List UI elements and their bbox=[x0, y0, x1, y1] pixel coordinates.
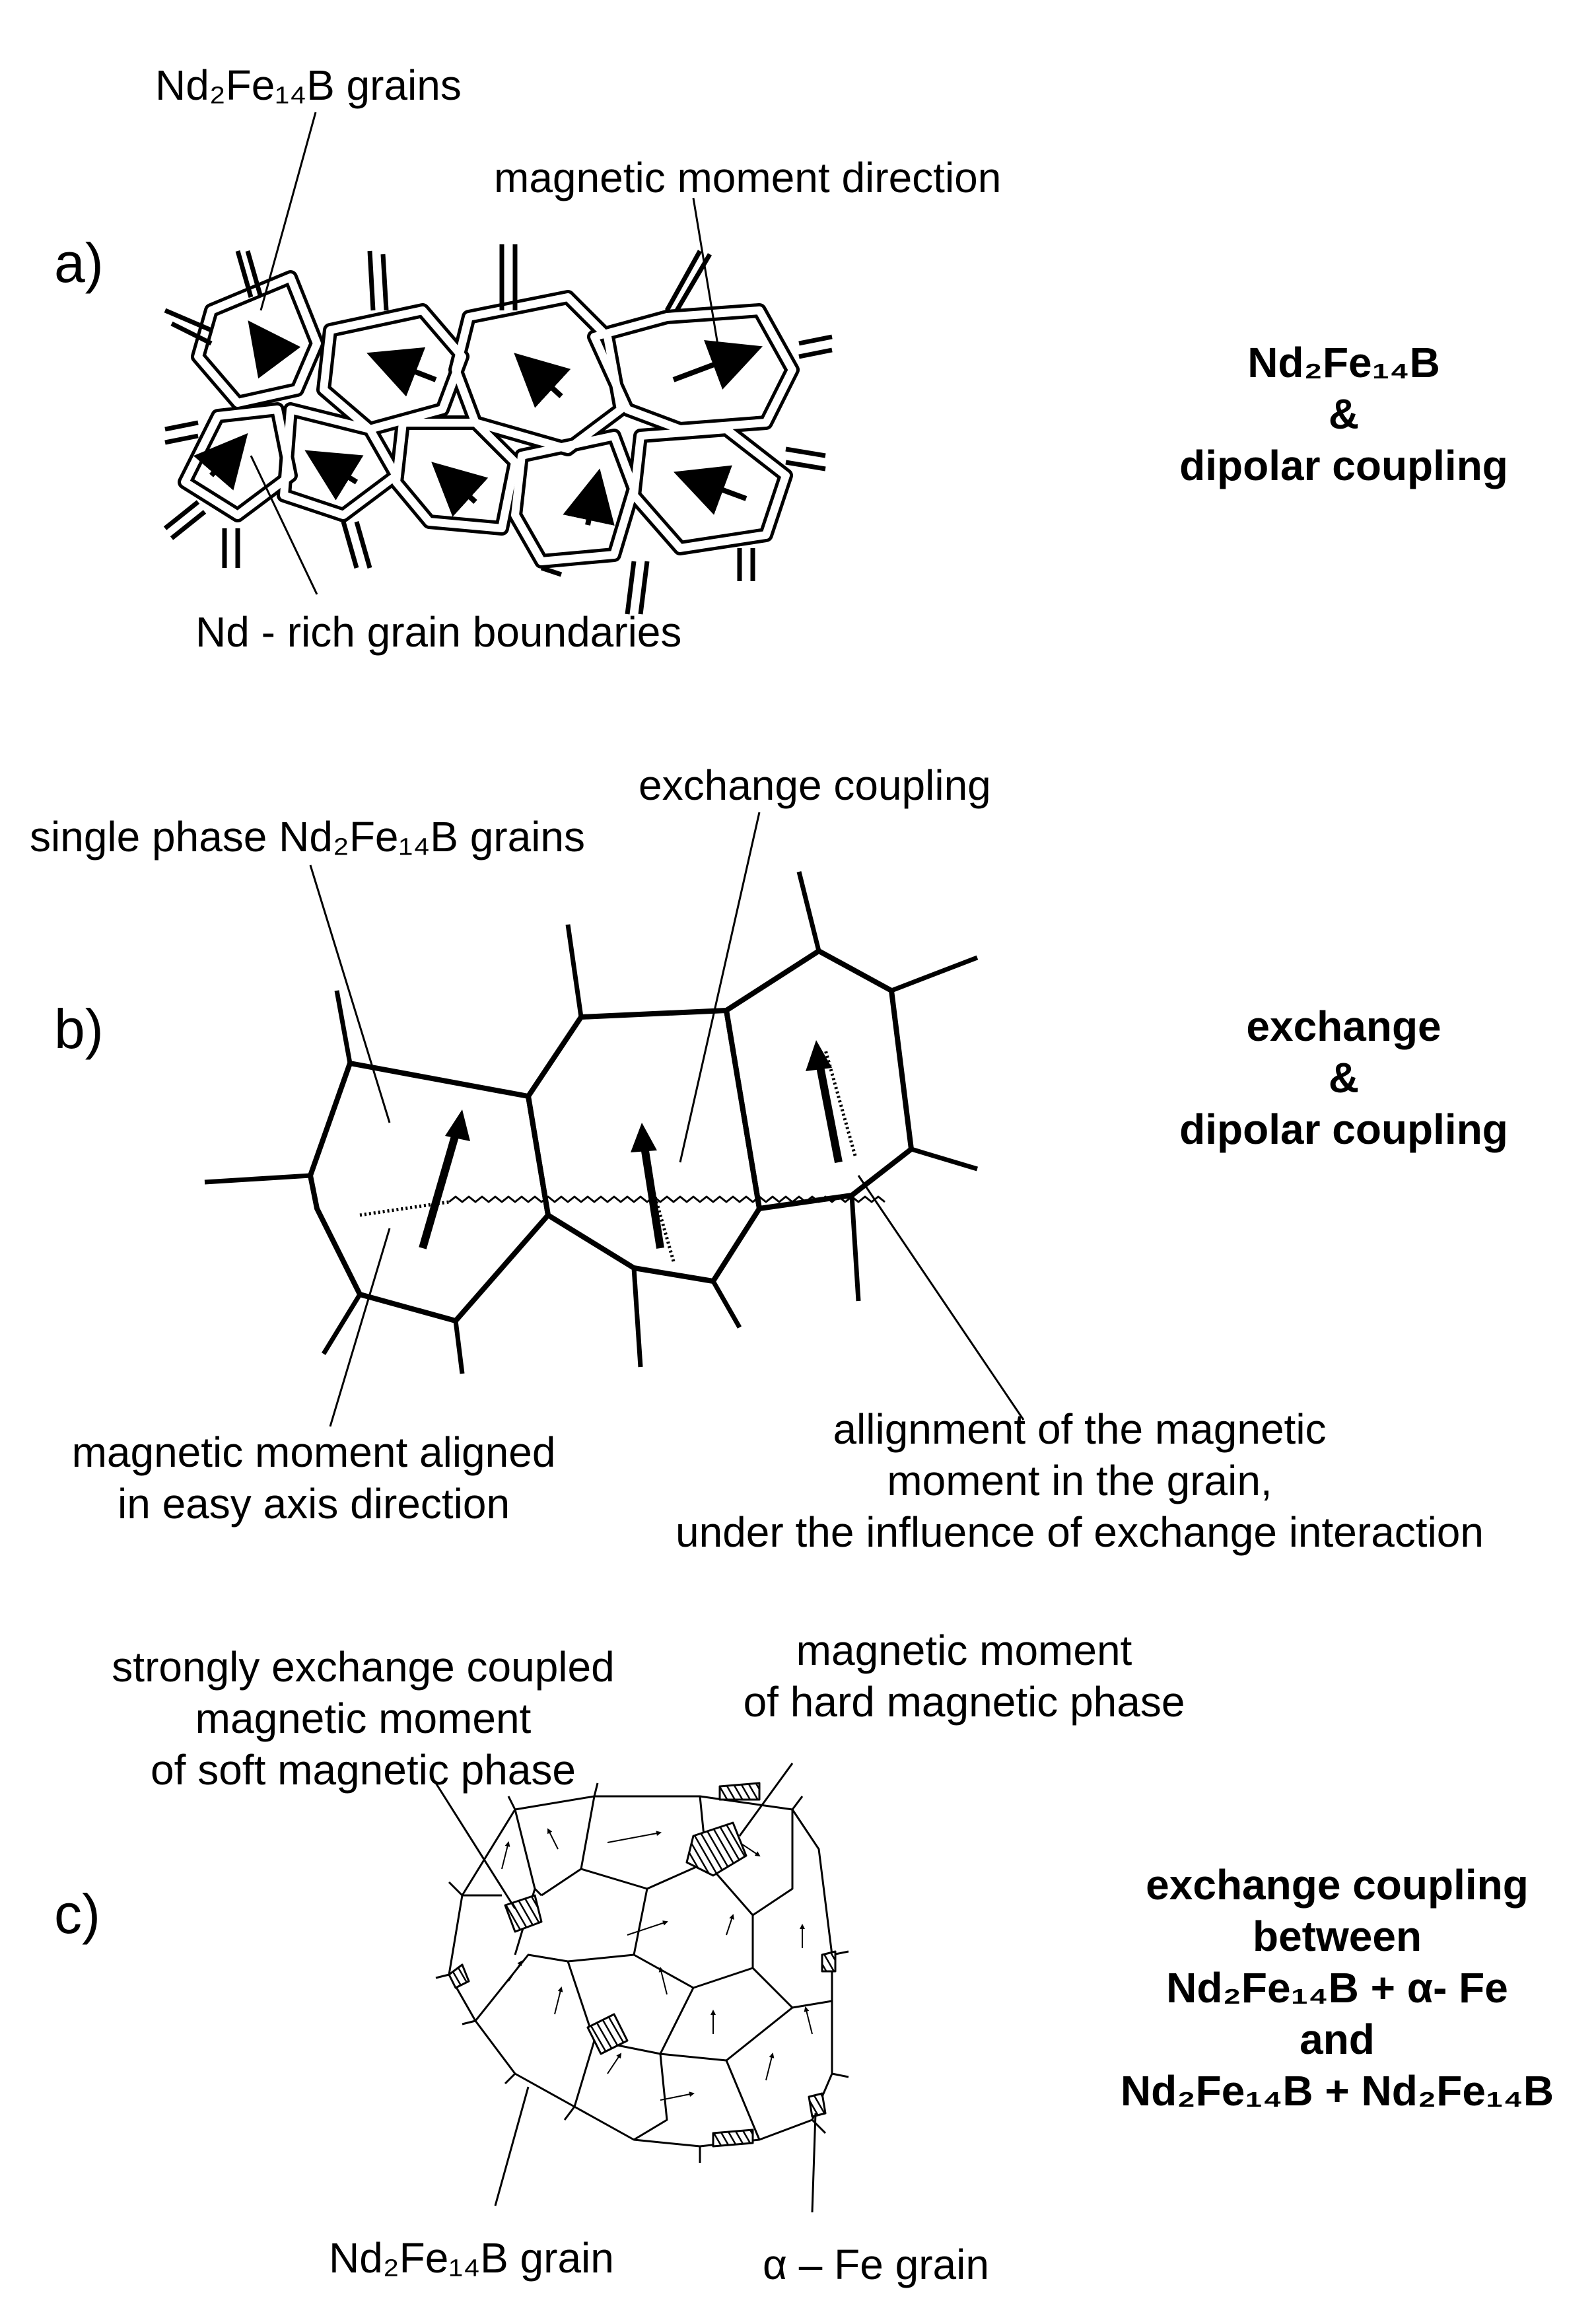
soft-line1: strongly exchange coupled bbox=[112, 1643, 615, 1691]
side-c-line3: Nd₂Fe₁₄B + α- Fe bbox=[1166, 1964, 1508, 2012]
label-exchange-coupling: exchange coupling bbox=[639, 761, 991, 809]
hard-line2: of hard magnetic phase bbox=[743, 1678, 1185, 1726]
side-b-line2: & bbox=[1328, 1054, 1360, 1102]
side-label-c: exchange coupling between Nd₂Fe₁₄B + α- … bbox=[1083, 1859, 1591, 2117]
label-ndfeb-grain: Nd₂Fe₁₄B grain bbox=[329, 2234, 614, 2282]
side-label-a: Nd₂Fe₁₄B & dipolar coupling bbox=[1096, 337, 1591, 491]
panel-letter-a: a) bbox=[54, 232, 104, 294]
label-soft-phase: strongly exchange coupled magnetic momen… bbox=[59, 1641, 667, 1796]
side-c-line4: and bbox=[1300, 2016, 1375, 2064]
side-label-b: exchange & dipolar coupling bbox=[1096, 1001, 1591, 1155]
label-easy-axis: magnetic moment aligned in easy axis dir… bbox=[26, 1426, 601, 1529]
easy-axis-line1: magnetic moment aligned bbox=[71, 1428, 556, 1476]
alignment-line3: under the influence of exchange interact… bbox=[676, 1508, 1484, 1557]
label-grains-a: Nd₂Fe₁₄B grains bbox=[155, 61, 462, 109]
side-c-line2: between bbox=[1252, 1913, 1422, 1961]
alignment-line2: moment in the grain, bbox=[887, 1457, 1272, 1505]
alignment-line1: allignment of the magnetic bbox=[833, 1405, 1327, 1453]
side-b-line3: dipolar coupling bbox=[1179, 1106, 1508, 1154]
side-a-line3: dipolar coupling bbox=[1179, 442, 1508, 490]
easy-axis-line2: in easy axis direction bbox=[117, 1480, 510, 1528]
panel-letter-c: c) bbox=[54, 1883, 100, 1945]
hard-line1: magnetic moment bbox=[796, 1627, 1132, 1674]
label-alignment: allignment of the magnetic moment in the… bbox=[594, 1403, 1565, 1558]
label-single-phase-grains: single phase Nd₂Fe₁₄B grains bbox=[30, 813, 585, 861]
label-hard-phase: magnetic moment of hard magnetic phase bbox=[687, 1625, 1241, 1728]
soft-line3: of soft magnetic phase bbox=[151, 1746, 576, 1794]
side-c-line1: exchange coupling bbox=[1146, 1861, 1529, 1909]
grain-structure-c bbox=[434, 1763, 849, 2213]
side-b-line1: exchange bbox=[1246, 1002, 1441, 1050]
soft-line2: magnetic moment bbox=[195, 1695, 532, 1743]
label-fe-grain: α – Fe grain bbox=[763, 2241, 989, 2288]
label-moment-direction: magnetic moment direction bbox=[494, 154, 1002, 201]
side-a-line1: Nd₂Fe₁₄B bbox=[1247, 339, 1440, 386]
exchange-coupling-spring bbox=[448, 1195, 885, 1203]
label-grain-boundaries: Nd - rich grain boundaries bbox=[195, 608, 682, 656]
panel-letter-b: b) bbox=[54, 998, 104, 1060]
grain-structure-a bbox=[163, 112, 833, 615]
side-c-line5: Nd₂Fe₁₄B + Nd₂Fe₁₄B bbox=[1120, 2067, 1554, 2115]
side-a-line2: & bbox=[1328, 390, 1360, 439]
grain-structure-b bbox=[204, 812, 1025, 1427]
